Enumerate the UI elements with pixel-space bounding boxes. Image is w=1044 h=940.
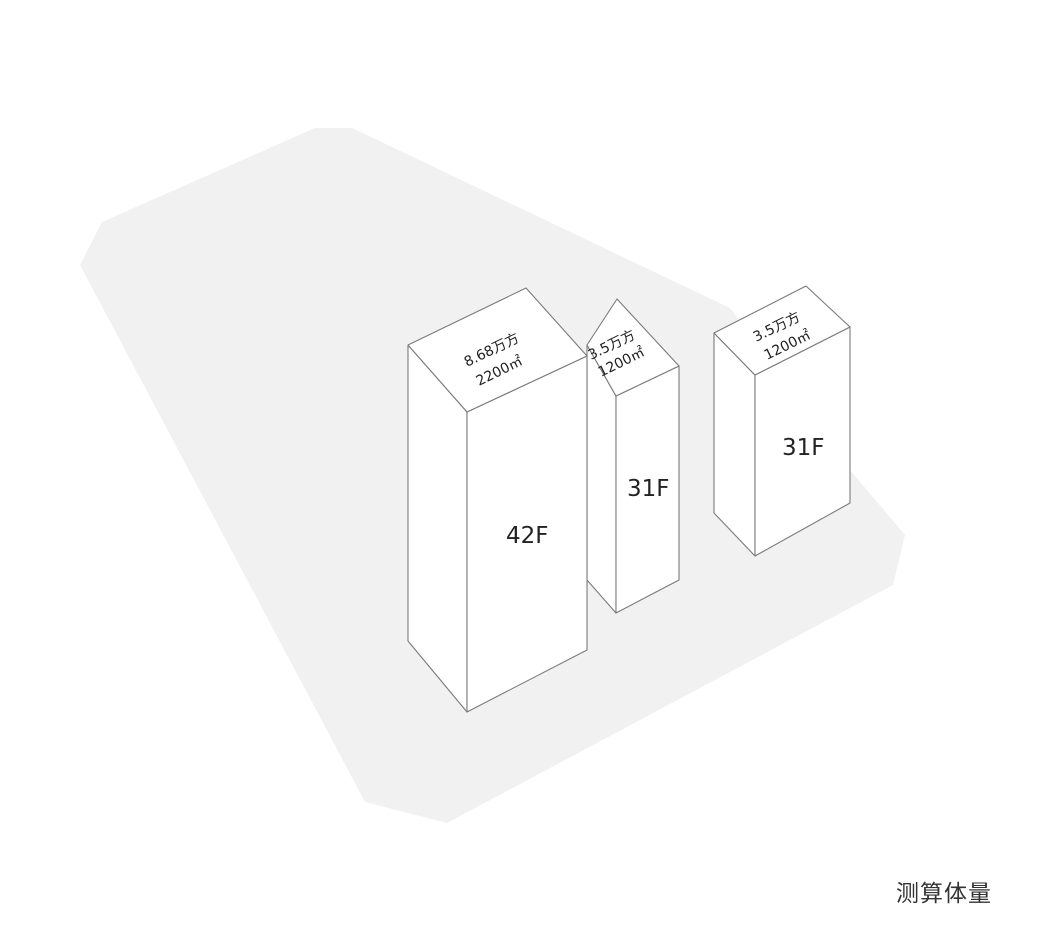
building-a: 8.68万方 2200㎡ 42F bbox=[407, 287, 588, 713]
building-b-floor-label: 31F bbox=[627, 476, 670, 502]
building-a-roof bbox=[407, 287, 588, 413]
diagram-caption: 测算体量 bbox=[896, 881, 992, 907]
building-b: 3.5万方 1200㎡ 31F bbox=[586, 298, 680, 614]
building-c-floor-label: 31F bbox=[782, 435, 825, 461]
building-c: 3.5万方 1200㎡ 31F bbox=[713, 285, 851, 557]
building-c-roof bbox=[713, 285, 851, 376]
building-b-roof bbox=[586, 298, 680, 397]
building-a-floor-label: 42F bbox=[506, 523, 549, 549]
